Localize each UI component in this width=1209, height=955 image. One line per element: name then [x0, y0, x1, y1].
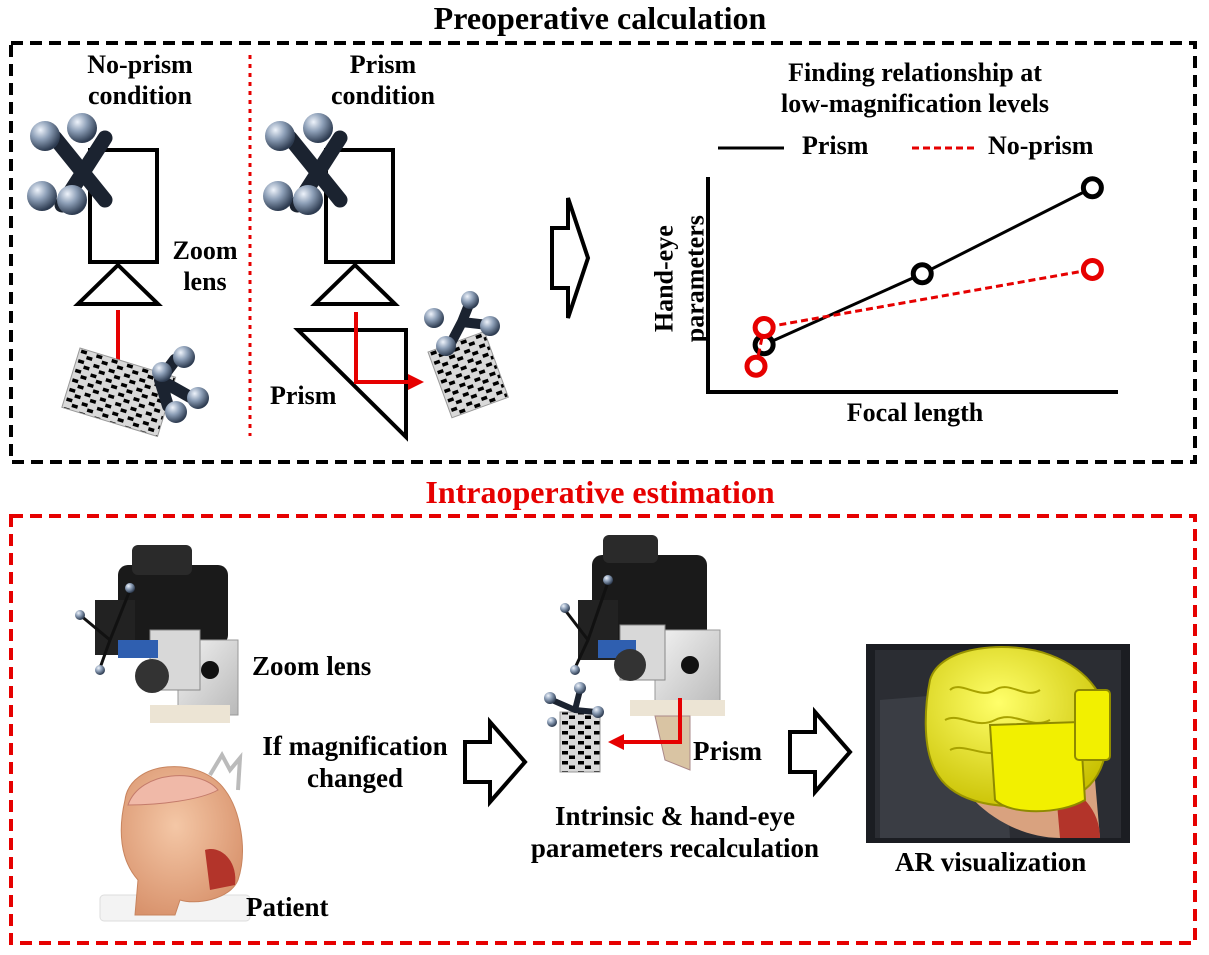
x-axis-label: Focal length [846, 398, 984, 427]
tracking-marker-icon [152, 346, 209, 423]
intraop-title: Intraoperative estimation [425, 474, 775, 510]
tracking-marker-icon [424, 291, 500, 356]
prism-caption: Prism [693, 736, 762, 766]
zoom-lens-label: Zoom lens [172, 236, 238, 296]
microscope-icon [75, 545, 239, 723]
hollow-arrow-icon [463, 716, 528, 808]
recalculation-label: Intrinsic & hand-eye parameters recalcul… [530, 801, 820, 863]
y-axis-label: Hand-eye parameters [649, 215, 709, 343]
data-point-prism-2 [1080, 176, 1104, 200]
patient-label: Patient [246, 892, 329, 922]
tracking-marker-icon [263, 113, 348, 215]
zoom-lens-icon [310, 262, 400, 306]
preop-title: Preoperative calculation [433, 0, 767, 36]
chart [706, 146, 1118, 394]
prism-word-label: Prism [270, 381, 337, 410]
prism-condition-label: Prism condition [330, 50, 436, 110]
hollow-arrow-icon [550, 197, 591, 319]
hollow-arrow-icon [788, 706, 853, 798]
magnification-changed-label: If magnification changed [262, 731, 448, 793]
prism-light-path [354, 312, 410, 384]
checkerboard-icon [559, 711, 601, 773]
data-point-prism-1 [910, 262, 934, 286]
camera-body-icon [88, 148, 159, 264]
prism-light-path [622, 698, 682, 744]
microscope-icon [560, 535, 725, 771]
intraop-frame [9, 514, 1197, 945]
zoom-lens-caption: Zoom lens [252, 651, 372, 681]
head-phantom-icon [99, 750, 251, 922]
chart-title: Finding relationship at low-magnificatio… [781, 58, 1049, 118]
tracking-marker-icon [544, 682, 604, 727]
preop-frame [9, 41, 1197, 464]
zoom-lens-icon [73, 262, 163, 306]
legend-noprism-label: No-prism [988, 131, 1094, 160]
ar-visualization-image [866, 644, 1130, 843]
data-point-no-prism-0 [744, 354, 768, 378]
ar-visualization-label: AR visualization [895, 847, 1087, 877]
data-point-no-prism-1 [752, 316, 776, 339]
legend-prism-label: Prism [802, 131, 869, 160]
no-prism-condition-label: No-prism condition [87, 50, 193, 110]
data-point-no-prism-2 [1080, 257, 1104, 281]
tracking-marker-icon [27, 113, 113, 215]
